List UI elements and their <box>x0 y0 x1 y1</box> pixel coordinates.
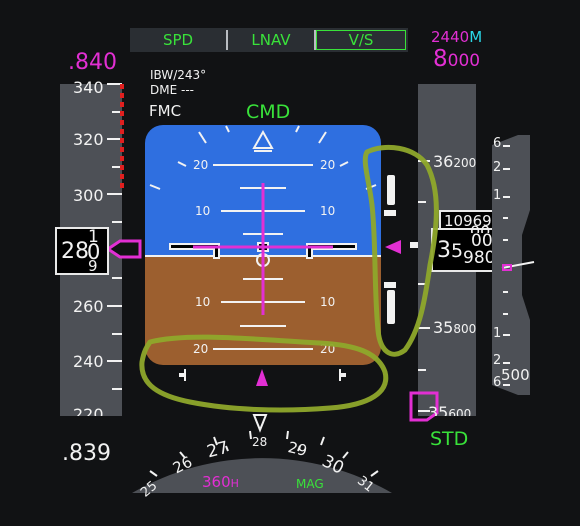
altitude-big-digit: 3 <box>437 238 451 263</box>
speed-tick-label: 240 <box>73 352 104 371</box>
altitude-roll-center: 980 <box>463 248 496 268</box>
current-speed-upper-digit: 1 <box>88 227 99 247</box>
fma-separator <box>226 30 228 50</box>
fma-separator <box>314 30 316 50</box>
altitude-roll-top: 00 <box>470 222 491 233</box>
selected-altitude-feet: 8000 <box>433 46 481 72</box>
vertical-speed-readout: 500 <box>501 366 530 384</box>
pitch-label-right: 10 <box>320 204 336 218</box>
vsi-label: 2 <box>493 353 502 368</box>
current-speed-lower-digit: 9 <box>88 257 98 271</box>
mach-readout: .839 <box>62 441 111 466</box>
fma-pitch-mode: V/S <box>316 30 406 50</box>
nav-source-line: IBW/243° <box>150 68 207 82</box>
pitch-label-right: 20 <box>320 158 336 172</box>
vsi-label: 6 <box>493 136 502 151</box>
pitch-label-left: 10 <box>195 204 211 218</box>
speed-tick-label: 220 <box>73 405 104 416</box>
altitude-tick-label: 36200 <box>433 152 477 171</box>
vsi-label: 2 <box>493 160 502 175</box>
heading-label: 28 <box>252 435 268 449</box>
pitch-label-left: 20 <box>193 158 209 172</box>
speed-tick-label: 340 <box>73 78 104 97</box>
pitch-label-left: 10 <box>195 295 211 309</box>
flight-mode-annunciator: SPD LNAV V/S <box>130 28 408 52</box>
altitude-roll-upper: 00 <box>471 231 493 251</box>
baro-setting: STD <box>430 428 469 450</box>
current-speed-center-digit: 0 <box>87 240 101 264</box>
autopilot-status: CMD <box>246 101 291 123</box>
speed-tick-label: 260 <box>73 297 104 316</box>
altitude-tick-label: 35600 <box>428 403 472 416</box>
altitude-tick-label: 35800 <box>433 318 477 337</box>
current-speed-box: 28 1 0 9 <box>55 227 109 275</box>
heading-reference: MAG <box>296 477 324 491</box>
altitude-meters-box: 10969M <box>439 210 505 232</box>
selected-heading: 360H <box>202 473 239 491</box>
fma-speed-mode: SPD <box>162 31 194 49</box>
speed-tick-label: 320 <box>73 130 104 149</box>
pitch-label-left: 20 <box>193 342 209 356</box>
target-speed-readout: .840 <box>68 50 117 75</box>
vsi-label: 6 <box>493 375 502 390</box>
pitch-label-right: 10 <box>320 295 336 309</box>
fma-roll-mode: LNAV <box>251 31 291 49</box>
current-speed-main: 28 <box>61 239 89 264</box>
speed-tick-label: 300 <box>73 186 104 205</box>
altitude-big-digit-2: 5 <box>451 240 464 262</box>
selected-altitude-meters: 2440M <box>431 28 483 46</box>
vsi-label: 1 <box>493 188 502 203</box>
fmc-source-label: FMC <box>149 102 182 120</box>
dme-line: DME --- <box>150 83 194 97</box>
vsi-label: 1 <box>493 326 502 341</box>
